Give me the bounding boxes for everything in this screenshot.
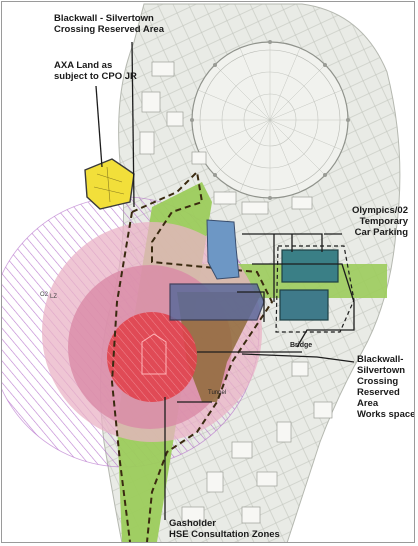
label-bridge: Bridge [290, 342, 313, 349]
o2-dome [190, 40, 350, 200]
label-line: Crossing [357, 376, 399, 387]
leader-lines [95, 41, 355, 520]
crossing-reserved-boundary [131, 169, 274, 542]
building-blocks [139, 61, 333, 524]
label-line: Crossing Reserved Area [54, 24, 165, 35]
label-gasholder: Gasholder HSE Consultation Zones [169, 518, 280, 540]
label-line: Blackwall- [357, 354, 404, 365]
label-line: Olympics/02 [352, 205, 408, 216]
label-line: HSE Consultation Zones [169, 529, 280, 540]
label-olympics-parking: Olympics/02 Temporary Car Parking [332, 205, 408, 238]
axa-land-area [84, 158, 135, 210]
label-line: Reserved [357, 387, 400, 398]
label-line: Temporary [359, 216, 408, 227]
label-crossing-reserved-area: Blackwall - Silvertown Crossing Reserved… [54, 13, 164, 35]
label-line: Works space [357, 409, 415, 420]
label-line: Blackwall - Silvertown [54, 13, 154, 24]
label-tunnel: Tunnel [208, 390, 227, 396]
navy-parking-area [169, 283, 265, 321]
site-map [2, 3, 401, 542]
label-works-space: Blackwall- Silvertown Crossing Reserved … [357, 354, 415, 420]
teal-parking-lower [279, 289, 329, 321]
label-axa-land: AXA Land as subject to CPO JR [54, 60, 137, 82]
label-code-lz: LZ [50, 294, 58, 300]
blue-parking-area [206, 219, 240, 280]
label-line: Car Parking [354, 227, 408, 238]
label-line: Area [357, 398, 379, 409]
label-line: Gasholder [169, 518, 216, 529]
label-line: AXA Land as [54, 60, 113, 71]
label-line: Silvertown [357, 365, 406, 376]
label-code-o2: O2 [40, 292, 49, 298]
teal-parking-upper [281, 249, 339, 283]
label-line: subject to CPO JR [54, 71, 137, 82]
